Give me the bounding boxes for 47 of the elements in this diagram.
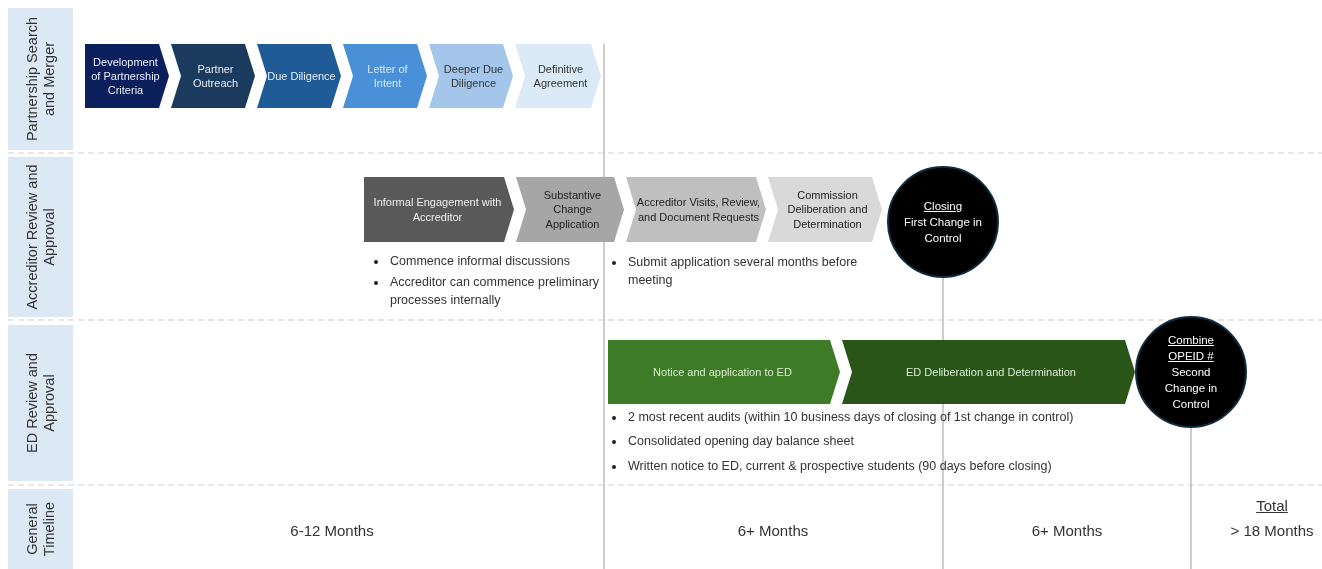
lane-title: General Timeline <box>23 500 58 559</box>
lane-header <box>8 157 73 317</box>
process-step <box>85 44 169 108</box>
timeline-label: 6-12 Months <box>289 521 375 541</box>
step-label: Accreditor Visits, Review, and Document Requests <box>636 195 761 225</box>
bullet-text: Commence informal discussions <box>390 253 571 270</box>
step-label: Development of Partnership Criteria <box>90 54 161 99</box>
milestone-label: First Change in Control <box>903 214 983 247</box>
lane-title: Partnership Search and Merger <box>23 15 58 144</box>
process-step <box>257 44 341 108</box>
process-step <box>364 177 514 242</box>
lane-title: Accreditor Review and Approval <box>23 163 58 311</box>
step-label: Due Diligence <box>267 68 336 84</box>
process-step <box>343 44 427 108</box>
step-label: ED Deliberation and Determination <box>905 364 1077 380</box>
bullet-text: Written notice to ED, current & prospective students (90 days before closing) <box>628 458 1053 475</box>
bullet-text: Accreditor can commence preliminary processes internally <box>390 274 601 310</box>
bullet-text: Consolidated opening day balance sheet <box>628 433 855 450</box>
process-step <box>626 177 766 242</box>
step-label: Substantive Change Application <box>542 188 603 232</box>
timeline-label: Total <box>1255 496 1289 516</box>
timeline-label: 6+ Months <box>736 521 810 541</box>
milestone-label: Combine OPEID # <box>1167 332 1215 364</box>
timeline-label: > 18 Months <box>1229 521 1315 541</box>
step-label: Letter of Intent <box>366 61 409 91</box>
lane-header <box>8 325 73 481</box>
lane-header <box>8 8 73 150</box>
process-step <box>515 44 601 108</box>
process-step <box>516 177 624 242</box>
milestone-label: Closing <box>922 198 964 214</box>
step-label: Commission Deliberation and Determination <box>786 188 869 232</box>
process-step <box>842 340 1135 404</box>
step-label: Partner Outreach <box>191 61 240 91</box>
step-label: Notice and application to ED <box>652 364 793 380</box>
step-label: Informal Engagement with Accreditor <box>372 195 503 225</box>
process-step <box>608 340 840 404</box>
milestone-label: Second Change in Control <box>1163 364 1219 413</box>
process-step <box>171 44 255 108</box>
bullet-text: 2 most recent audits (within 10 business days of closing of 1st change in control) <box>628 409 1075 426</box>
bullet-text: Submit application several months before meeting <box>628 254 859 290</box>
lane-title: ED Review and Approval <box>23 352 58 455</box>
timeline-label: 6+ Months <box>1030 521 1104 541</box>
step-label: Definitive Agreement <box>532 61 589 91</box>
step-label: Deeper Due Diligence <box>442 61 505 91</box>
process-step <box>768 177 882 242</box>
process-step <box>429 44 513 108</box>
lane-header <box>8 489 73 569</box>
